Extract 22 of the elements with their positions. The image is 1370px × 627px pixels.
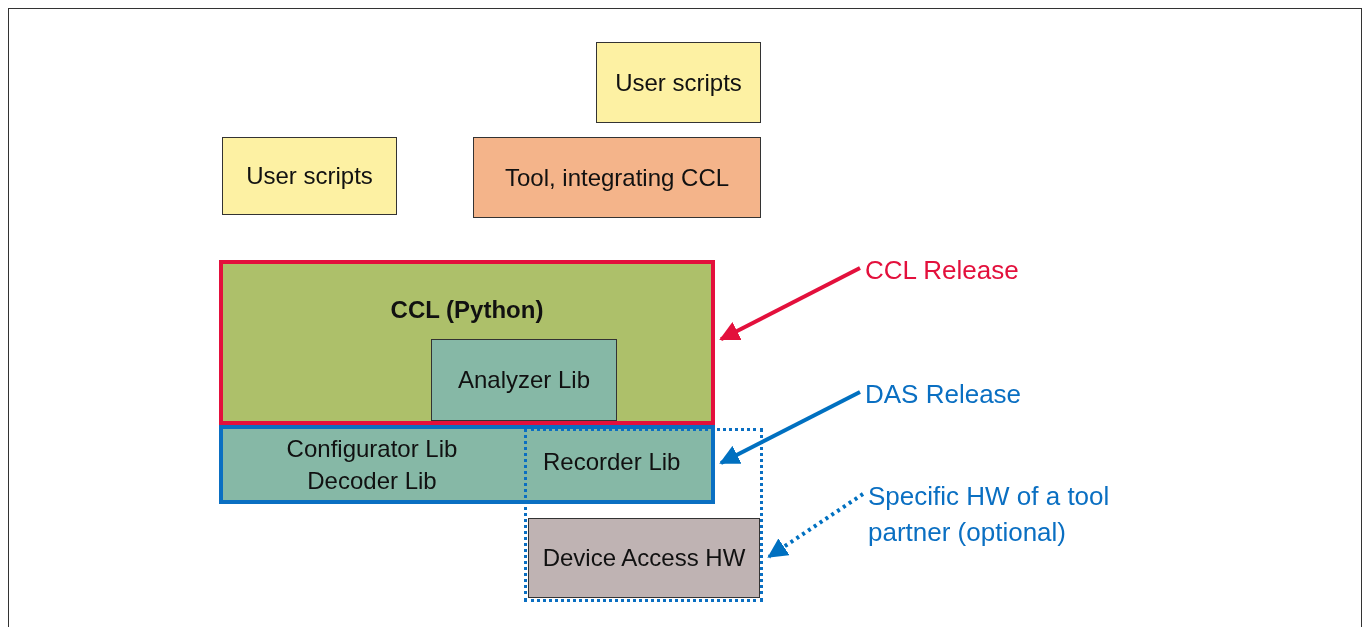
component-box [219,425,715,504]
box-label: Tool, integrating CCL [504,162,730,193]
box-label: CCL (Python) [390,295,544,325]
annotation-text: DAS Release [865,376,1065,412]
box-label: User scripts [615,67,742,98]
dotted-boundary-box [524,428,763,602]
box-label: Analyzer Lib [457,365,591,395]
box-label: Device Access HW [542,543,746,573]
component-box [219,260,715,425]
box-label: Configurator Lib Decoder Lib [285,433,459,496]
annotation-text: CCL Release [865,252,1065,288]
component-box [528,518,760,598]
component-box [431,339,617,421]
arrow [719,390,861,465]
arrow [767,492,865,559]
box-label: User scripts [246,161,373,191]
box-label: Recorder Lib [543,447,681,477]
component-box [473,137,761,218]
arrow [719,266,861,341]
component-box [596,42,761,123]
component-box [222,137,397,215]
annotation-text: Specific HW of a tool partner (optional) [868,478,1168,550]
